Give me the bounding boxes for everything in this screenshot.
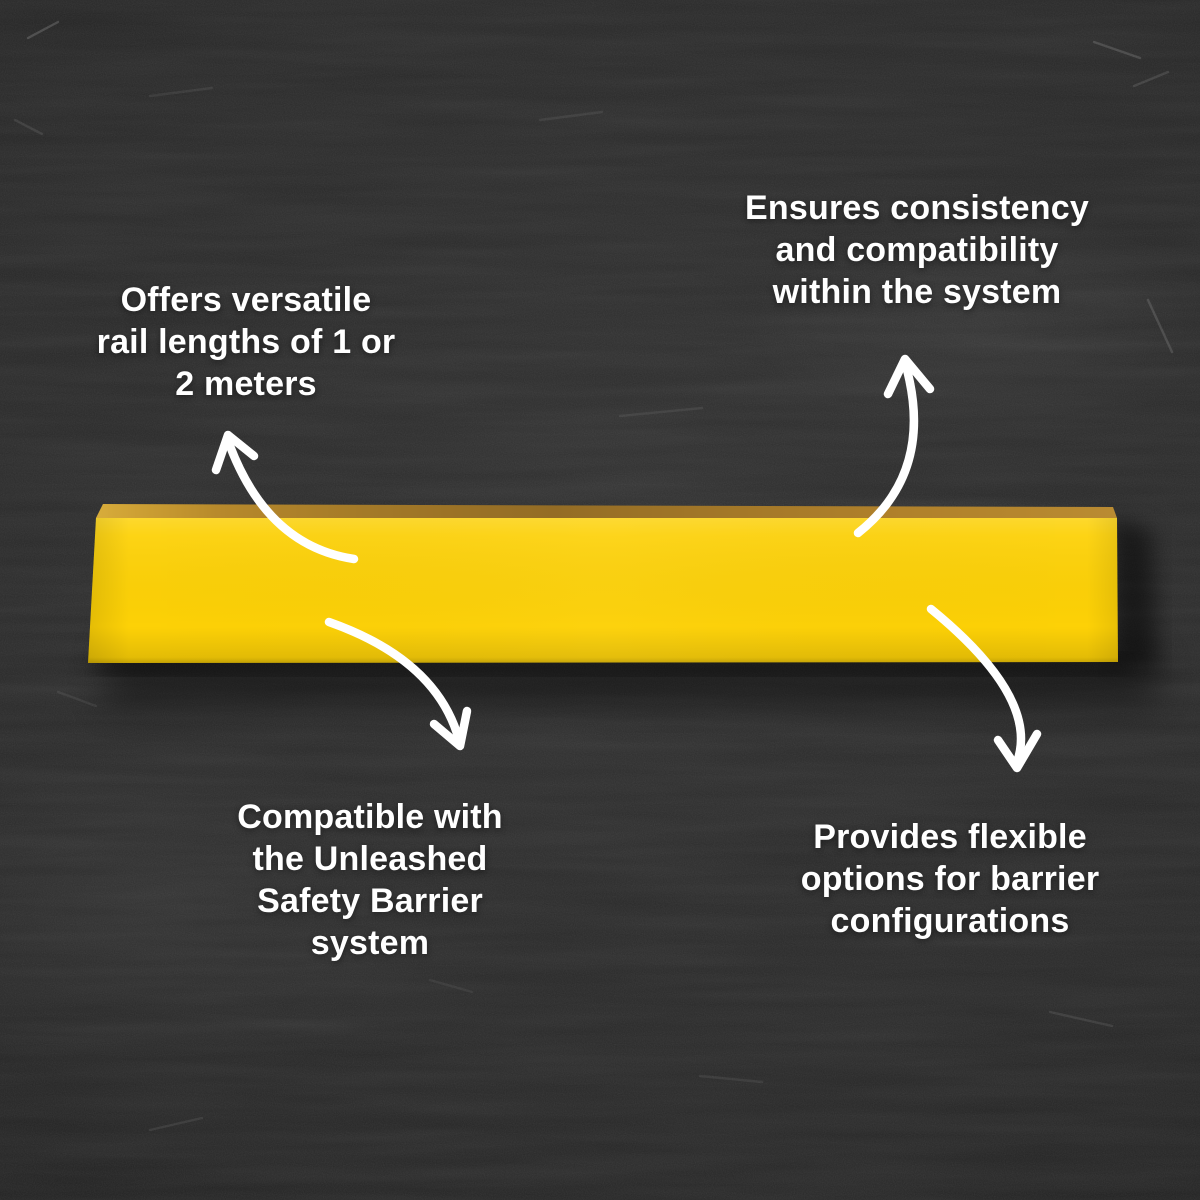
arrow-head — [993, 729, 1042, 773]
scratch-mark — [428, 978, 474, 994]
arrow-head — [211, 430, 259, 475]
rail-shadow-right — [1112, 516, 1158, 668]
scratch-mark — [1048, 1010, 1114, 1028]
arrow-head — [883, 354, 935, 399]
scratch-mark — [1146, 298, 1174, 354]
callout-arrows — [211, 354, 1042, 773]
scratch-mark — [56, 690, 98, 708]
scratch-mark — [148, 1116, 204, 1132]
arrow-shaft — [324, 617, 464, 745]
callout-line: the Unleashed — [252, 840, 488, 878]
scratch-mark — [148, 86, 214, 98]
chalk-scratches — [13, 20, 1174, 1132]
scratch-mark — [698, 1074, 764, 1084]
callout-line: options for barrier — [800, 860, 1100, 898]
arrow-top-right — [853, 354, 935, 538]
callout-line: system — [310, 924, 430, 962]
arrow-bottom-left — [324, 617, 472, 751]
callout-line: and compatibility — [775, 231, 1059, 269]
rail-top-face-shading — [96, 504, 1117, 518]
scratch-mark — [26, 20, 60, 40]
callout-line: Offers versatile — [120, 281, 372, 319]
arrow-shaft — [926, 604, 1026, 767]
callout-top-left: Offers versatile rail lengths of 1 or 2 … — [50, 279, 442, 405]
scratch-mark — [538, 110, 604, 122]
callout-top-right: Ensures consistency and compatibility wi… — [712, 187, 1122, 313]
callout-line: within the system — [772, 273, 1062, 311]
scratch-mark — [618, 406, 704, 418]
callout-line: configurations — [830, 902, 1070, 940]
scratch-mark — [1092, 40, 1142, 60]
callout-line: Compatible with — [237, 798, 503, 836]
callout-line: 2 meters — [175, 365, 317, 403]
arrow-shaft — [225, 441, 359, 564]
callout-line: rail lengths of 1 or — [96, 323, 396, 361]
arrow-bottom-right — [926, 604, 1042, 773]
callout-bottom-left: Compatible with the Unleashed Safety Bar… — [175, 796, 565, 964]
scratch-mark — [1132, 70, 1170, 88]
callout-bottom-right: Provides flexible options for barrier co… — [745, 816, 1155, 942]
arrow-shaft — [853, 361, 919, 538]
callout-line: Safety Barrier — [257, 882, 483, 920]
arrow-top-left — [211, 430, 359, 564]
arrow-head — [429, 706, 472, 751]
callout-line: Ensures consistency — [745, 189, 1089, 227]
callout-line: Provides flexible — [813, 818, 1087, 856]
scratch-mark — [13, 118, 44, 136]
